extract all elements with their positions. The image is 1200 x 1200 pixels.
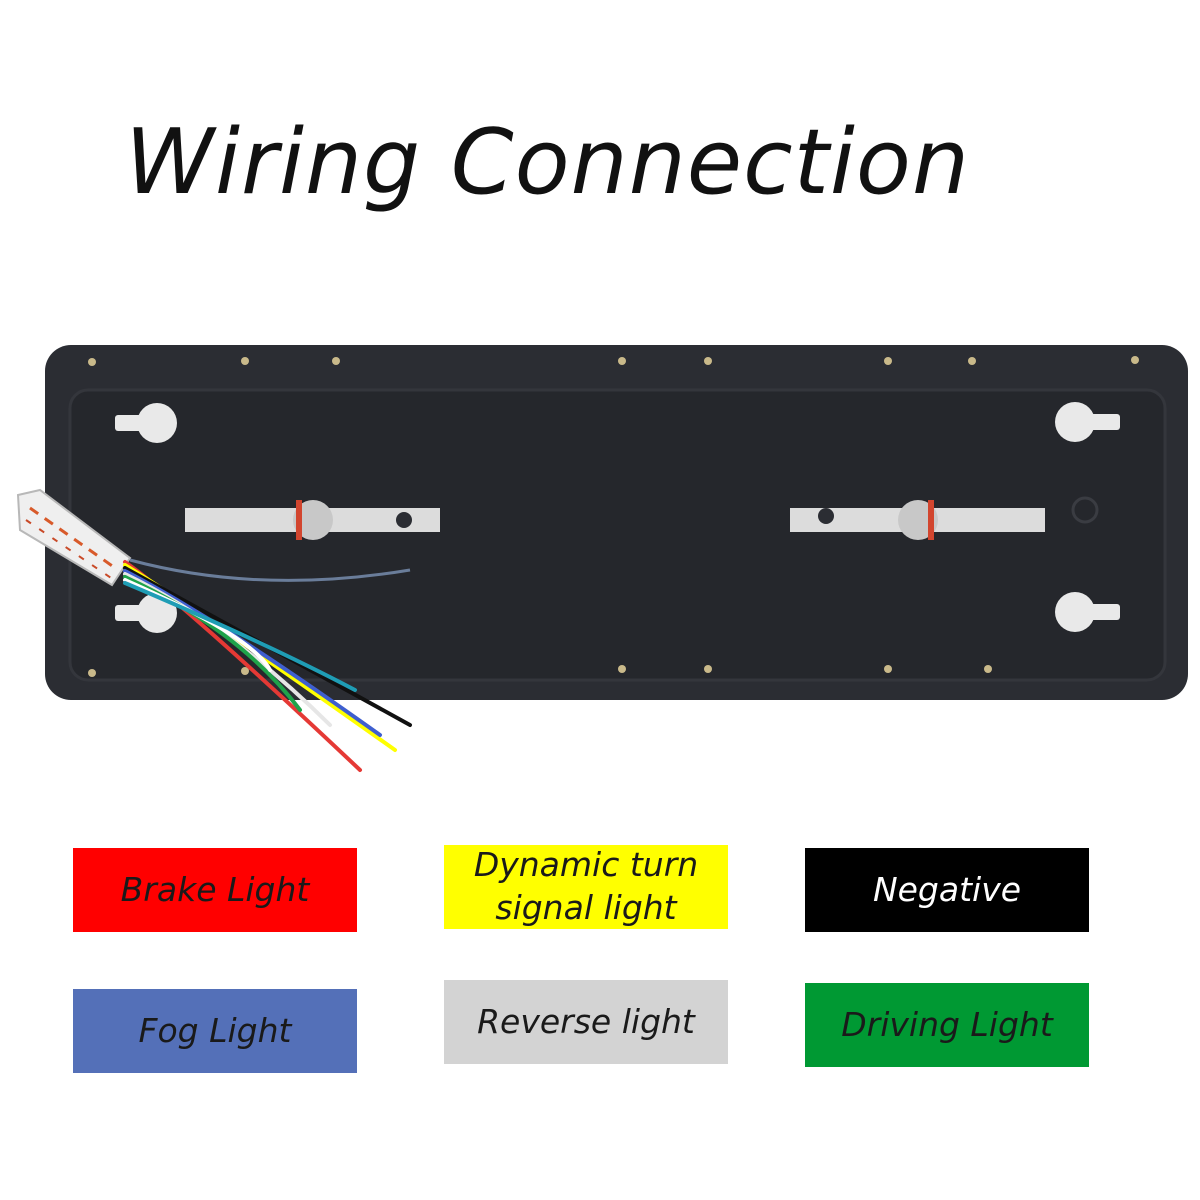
thin-ground-wire <box>129 558 411 582</box>
plate-emboss-mark <box>1071 496 1099 524</box>
legend-dynamic-turn-signal: Dynamic turn signal light <box>444 845 728 929</box>
wire <box>123 566 412 727</box>
legend-reverse-light: Reverse light <box>444 980 728 1064</box>
legend-label: Driving Light <box>841 1005 1053 1045</box>
legend-label-line-1: Dynamic turn <box>473 845 699 885</box>
legend-label-line-2: signal light <box>495 888 677 927</box>
page-title: Wiring Connection <box>125 110 971 215</box>
legend-label: Negative <box>872 870 1022 910</box>
tail-light-back-plate <box>0 330 1200 800</box>
keyhole-slots <box>115 402 1120 633</box>
plate-illustration <box>16 345 1188 772</box>
legend-brake-light: Brake Light <box>73 848 357 932</box>
legend-fog-light: Fog Light <box>73 989 357 1073</box>
legend-label: Fog Light <box>138 1011 292 1051</box>
plate-screws <box>88 356 1139 677</box>
legend-driving-light: Driving Light <box>805 983 1089 1067</box>
legend-label: Brake Light <box>120 870 310 910</box>
cable-sleeve <box>16 488 132 587</box>
center-slots <box>185 500 1045 540</box>
legend-label: Reverse light <box>477 1002 695 1042</box>
legend-negative: Negative <box>805 848 1089 932</box>
wire <box>123 581 357 692</box>
wire <box>123 578 272 672</box>
wire-bundle <box>123 560 412 772</box>
